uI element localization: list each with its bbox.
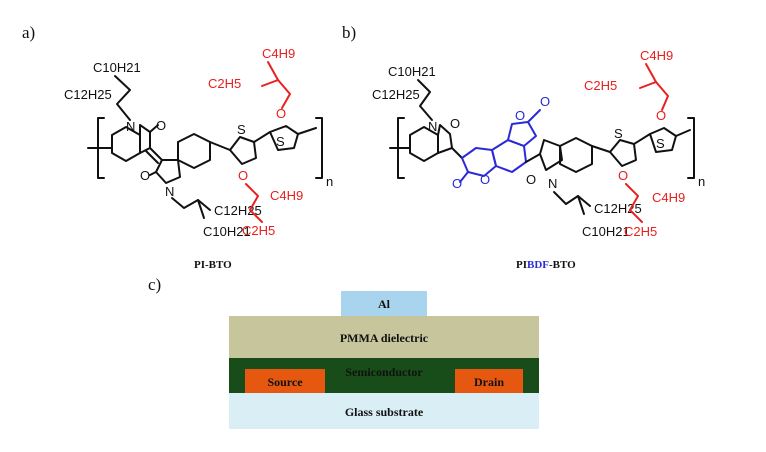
alkoxy-chain (245, 183, 263, 223)
alkoxy-chain (625, 183, 643, 223)
chain-label: C2H5 (208, 76, 241, 91)
chain-label: C4H9 (652, 190, 685, 205)
atom-label: N (126, 119, 135, 134)
repeat-unit-n: n (698, 174, 705, 189)
chain-label: C4H9 (262, 46, 295, 61)
lactam-ring (155, 159, 181, 184)
atom-label: O (526, 172, 536, 187)
furanone-ring (507, 121, 537, 147)
chain-label: C4H9 (640, 48, 673, 63)
atom-label: S (237, 122, 246, 137)
thiophene-ring (649, 127, 677, 153)
alkyl-chain (197, 199, 205, 219)
bond (633, 133, 651, 145)
bond (209, 141, 231, 151)
alkyl-chain (553, 191, 591, 207)
atom-label: O (480, 172, 490, 187)
double-bond (525, 153, 541, 163)
bracket-right (315, 117, 323, 179)
thiophene-ring (269, 125, 299, 151)
atom-label: N (428, 119, 437, 134)
molecule-pibdf-bto: C10H21 C12H25 N O O O O O O N C12H25 C10… (372, 48, 705, 271)
lactam-ring (539, 139, 563, 171)
dielectric-layer (229, 316, 539, 358)
molecule-caption: PIBDF-BTO (516, 259, 576, 271)
substrate-label: Glass substrate (345, 405, 424, 419)
molecule-caption: PI-BTO (194, 259, 232, 271)
chain-label: C12H25 (214, 203, 262, 218)
molecule-pi-bto: C10H21 C12H25 N O O N C12H25 C10H21 S (64, 46, 333, 271)
bond (675, 129, 691, 137)
dielectric-label: PMMA dielectric (340, 331, 429, 345)
gate-electrode (341, 291, 427, 316)
atom-label: O (450, 116, 460, 131)
panel-label-b: b) (342, 23, 356, 42)
thiophene-ring (609, 139, 637, 167)
chain-label: C2H5 (242, 223, 275, 238)
chain-label: C12H25 (372, 87, 420, 102)
atom-label: S (614, 126, 623, 141)
alkyl-chain (114, 75, 131, 121)
atom-label: O (140, 168, 150, 183)
atom-label: O (515, 108, 525, 123)
repeat-unit-n: n (326, 174, 333, 189)
double-bond (451, 147, 463, 159)
atom-label: N (165, 184, 174, 199)
alkyl-chain (171, 197, 211, 211)
carbonyl (459, 171, 469, 183)
atom-label: O (656, 108, 666, 123)
drain-label: Drain (474, 375, 504, 389)
double-bond (149, 147, 163, 161)
alkoxy-chain (639, 81, 669, 111)
lactam-ring (437, 124, 453, 154)
semiconductor-label: Semiconductor (345, 365, 423, 379)
alkyl-chain (577, 195, 585, 215)
chain-label: C2H5 (584, 78, 617, 93)
alkoxy-chain (261, 79, 291, 109)
chain-label: C10H21 (582, 224, 630, 239)
alkoxy-chain (267, 61, 279, 81)
chain-label: C10H21 (203, 224, 251, 239)
alkyl-chain (417, 79, 433, 121)
source-electrode (245, 369, 325, 393)
substrate-layer (229, 393, 539, 429)
thiophene-ring (229, 136, 257, 165)
gate-label: Al (378, 297, 391, 311)
atom-label: O (238, 168, 248, 183)
alkoxy-chain (645, 63, 657, 83)
bond (253, 131, 271, 143)
atom-label: N (548, 176, 557, 191)
bracket-right (687, 117, 695, 179)
drain-electrode (455, 369, 523, 393)
chain-label: C2H5 (624, 224, 657, 239)
carbonyl (149, 171, 157, 176)
device-stack: Glass substrate Semiconductor Source Dra… (229, 291, 539, 429)
atom-label: S (656, 136, 665, 151)
chain-label: C4H9 (270, 188, 303, 203)
panel-label-c: c) (148, 275, 161, 294)
chain-label: C12H25 (64, 87, 112, 102)
double-bond (145, 150, 159, 164)
benzene-ring (559, 137, 593, 173)
lactam-ring (139, 124, 151, 154)
atom-label: O (276, 106, 286, 121)
benzene-ring (409, 126, 439, 162)
atom-label: S (276, 134, 285, 149)
benzene-ring (177, 133, 211, 169)
chain-label: C12H25 (594, 201, 642, 216)
carbonyl (527, 109, 541, 123)
atom-label: O (156, 118, 166, 133)
source-label: Source (267, 375, 303, 389)
atom-label: O (540, 94, 550, 109)
chain-label: C10H21 (388, 64, 436, 79)
atom-label: O (452, 176, 462, 191)
panel-label-a: a) (22, 23, 35, 42)
atom-label: O (618, 168, 628, 183)
bond (591, 145, 611, 153)
chain-label: C10H21 (93, 60, 141, 75)
carbonyl (149, 124, 159, 133)
bond (297, 127, 317, 135)
